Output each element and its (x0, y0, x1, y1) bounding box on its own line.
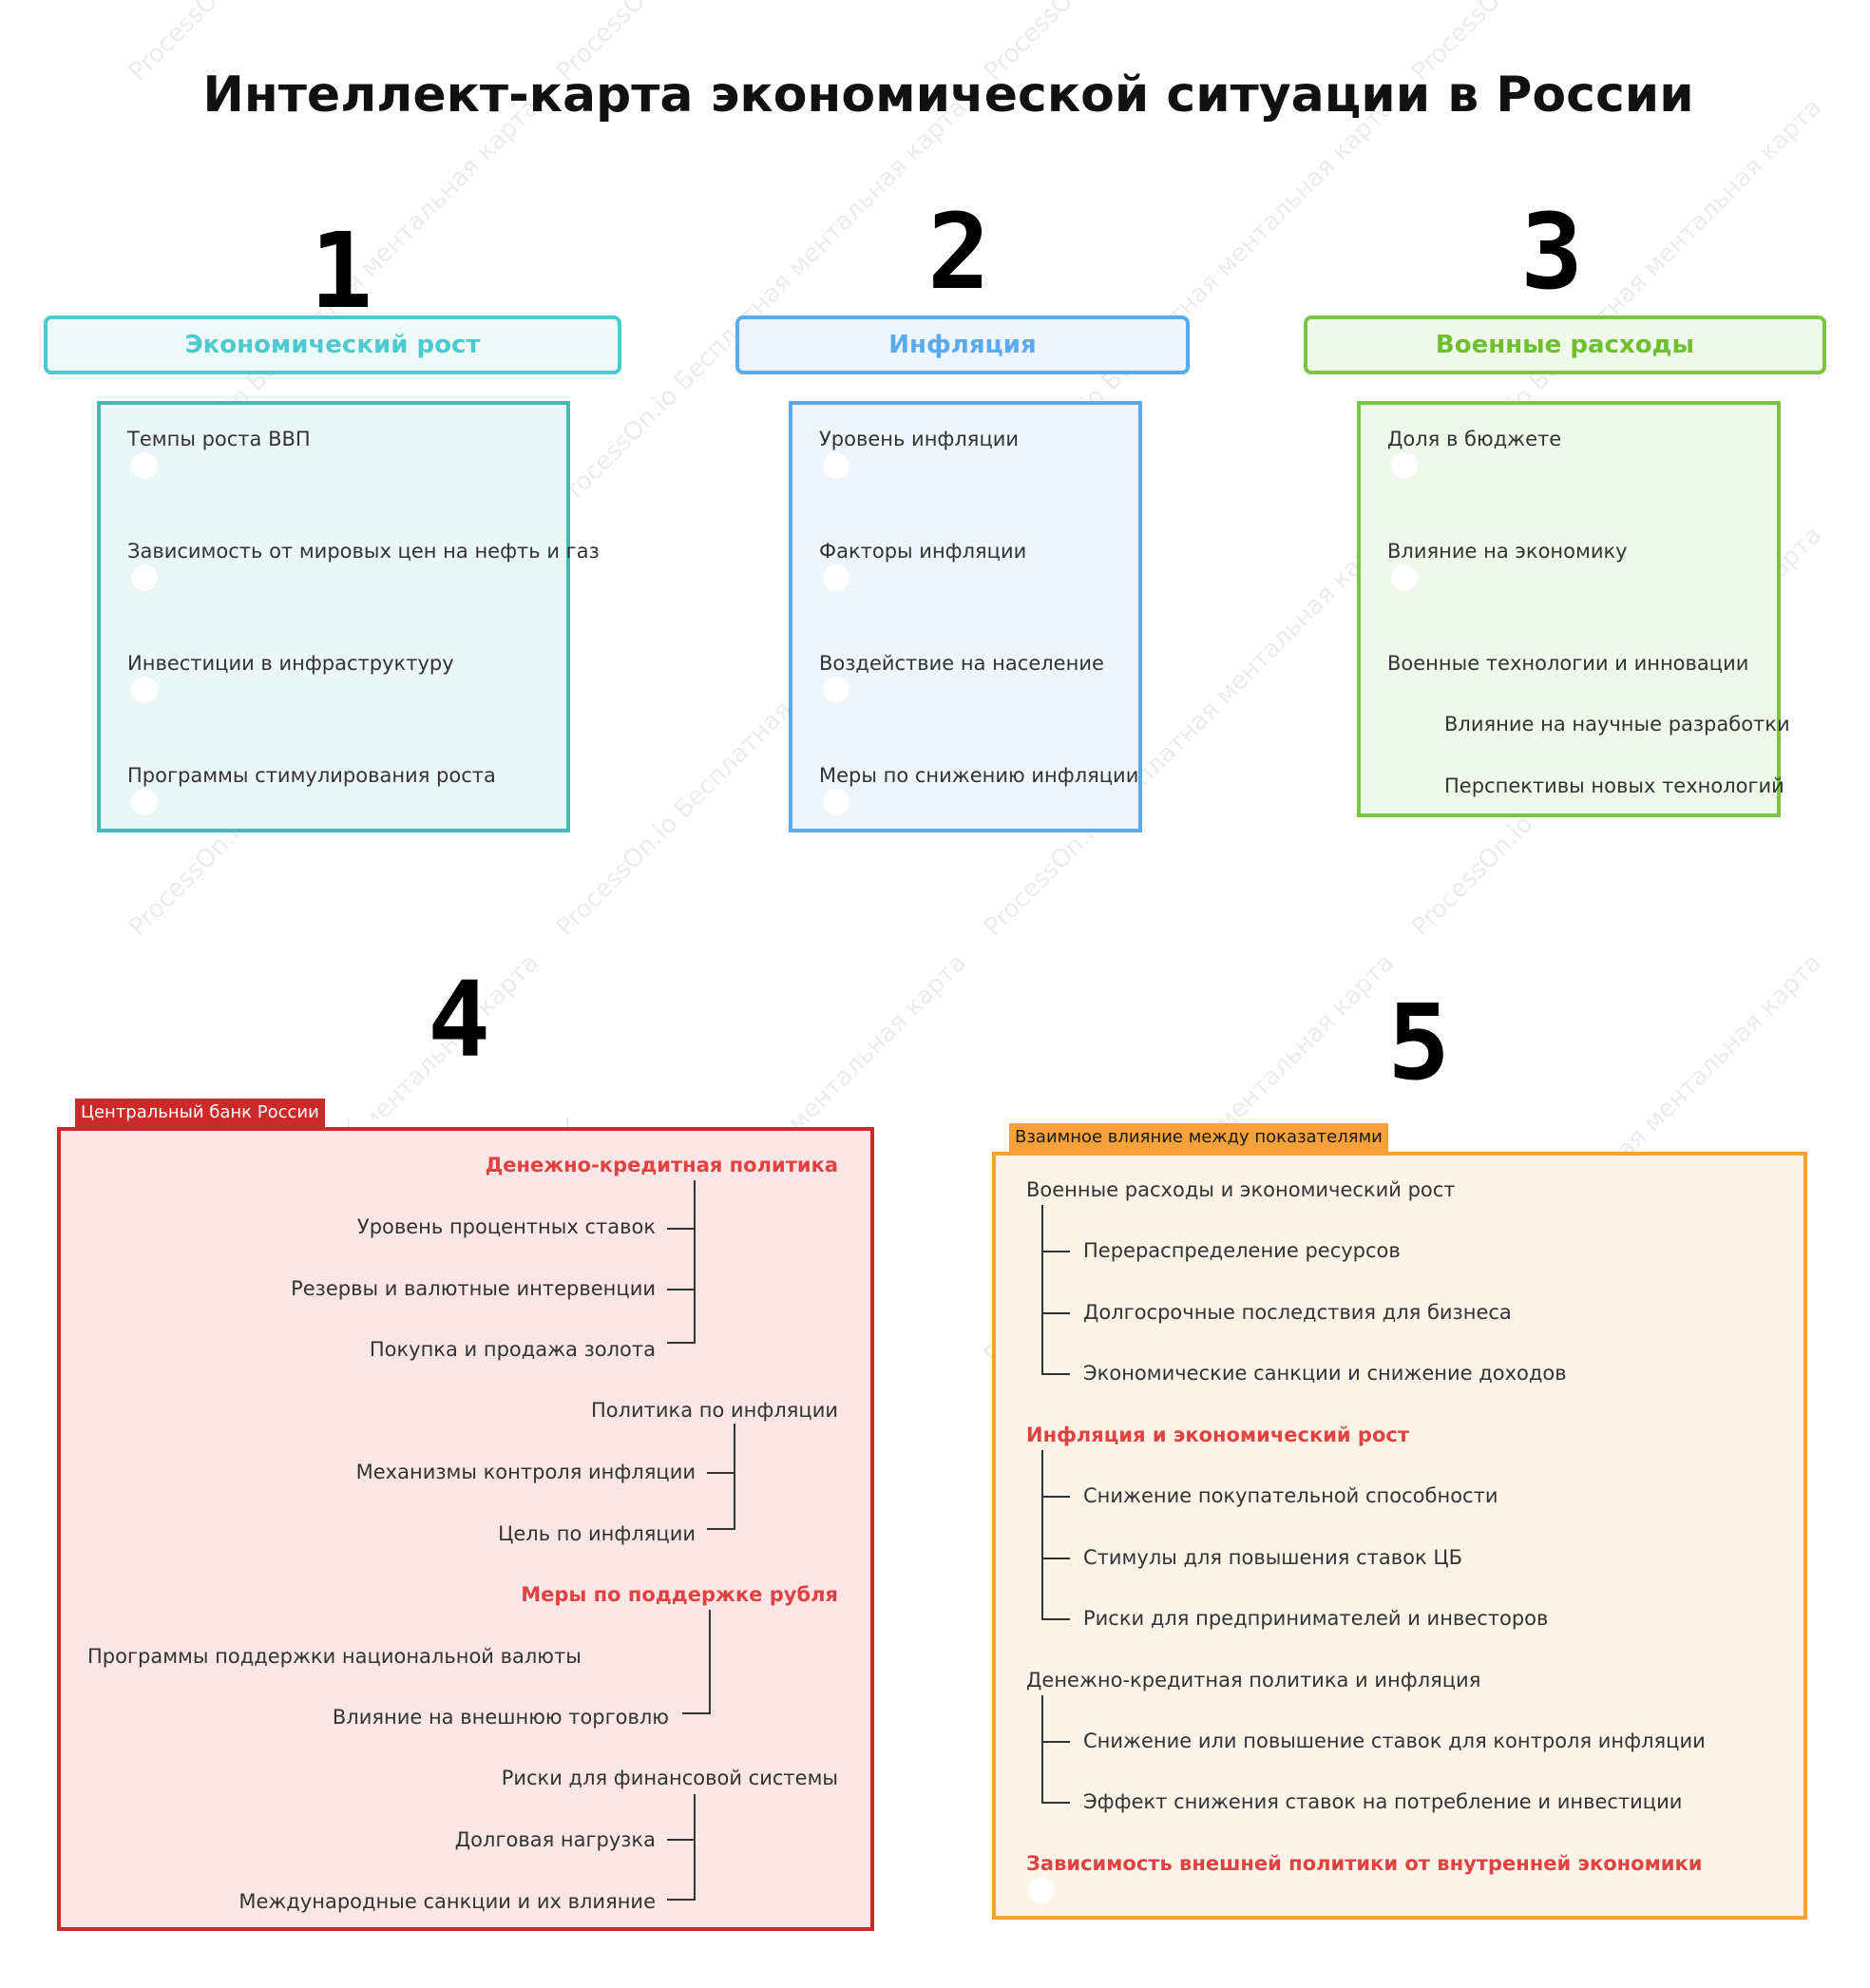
list-item[interactable]: Влияние на экономику (1387, 540, 1628, 563)
connector-line (694, 1180, 696, 1342)
list-item[interactable]: Эффект снижения ставок на потребление и … (1083, 1790, 1683, 1813)
list-item[interactable]: Механизмы контроля инфляции (355, 1461, 696, 1483)
node-dot (823, 677, 849, 703)
connector-line (707, 1528, 735, 1530)
list-item[interactable]: Военные технологии и инновации (1387, 652, 1749, 675)
connector-line (682, 1712, 711, 1714)
connector-line (694, 1794, 696, 1901)
list-item[interactable]: Цель по инфляции (498, 1522, 696, 1545)
connector-line (1041, 1496, 1070, 1498)
list-item[interactable]: Экономические санкции и снижение доходов (1083, 1362, 1567, 1385)
node-dot (1391, 452, 1418, 479)
connector-line (1041, 1450, 1043, 1619)
connector-line (1041, 1802, 1070, 1804)
military-spending-panel: Доля в бюджете Влияние на экономику Воен… (1357, 401, 1790, 817)
list-item[interactable]: Доля в бюджете (1387, 428, 1562, 450)
connector-line (1041, 1558, 1070, 1559)
list-item[interactable]: Покупка и продажа золота (369, 1338, 656, 1361)
economic-growth-panel: Темпы роста ВВП Зависимость от мировых ц… (97, 401, 600, 832)
node-dot (823, 789, 849, 815)
section-number-3: 3 (1520, 191, 1584, 313)
node-dot (131, 564, 158, 591)
group-title[interactable]: Инфляция и экономический рост (1026, 1424, 1410, 1446)
connector-line (1041, 1695, 1043, 1804)
inflation-panel: Уровень инфляции Факторы инфляции Воздей… (789, 401, 1142, 832)
connector-line (667, 1839, 696, 1841)
connector-line (1041, 1205, 1043, 1374)
connector-line (709, 1610, 711, 1714)
list-subitem[interactable]: Влияние на научные разработки (1444, 713, 1790, 736)
page-title: Интеллект-карта экономической ситуации в… (202, 67, 1694, 124)
node-dot (131, 789, 158, 815)
list-item[interactable]: Зависимость от мировых цен на нефть и га… (127, 540, 600, 563)
group-title[interactable]: Меры по поддержке рубля (521, 1583, 838, 1606)
mutual-influence-tag[interactable]: Взаимное влияние между показателями (1009, 1123, 1388, 1152)
section-number-5: 5 (1387, 982, 1451, 1103)
section-header-economic-growth[interactable]: Экономический рост (44, 315, 621, 374)
connector-line (1041, 1373, 1070, 1375)
node-dot (823, 564, 849, 591)
list-item[interactable]: Снижение или повышение ставок для контро… (1083, 1730, 1706, 1752)
group-title[interactable]: Зависимость внешней политики от внутренн… (1026, 1852, 1703, 1875)
list-item[interactable]: Факторы инфляции (819, 540, 1027, 563)
group-title[interactable]: Политика по инфляции (590, 1399, 838, 1422)
section-number-2: 2 (927, 191, 991, 313)
group-title[interactable]: Денежно-кредитная политика (485, 1154, 838, 1176)
list-item[interactable]: Влияние на внешнюю торговлю (332, 1706, 669, 1729)
connector-line (667, 1289, 696, 1290)
node-dot (1028, 1878, 1055, 1904)
node-dot (131, 452, 158, 479)
list-item[interactable]: Меры по снижению инфляции (819, 764, 1139, 787)
connector-line (667, 1228, 696, 1230)
group-title[interactable]: Военные расходы и экономический рост (1026, 1178, 1456, 1201)
connector-line (667, 1342, 696, 1344)
connector-line (1041, 1618, 1070, 1620)
list-item[interactable]: Снижение покупательной способности (1083, 1484, 1498, 1507)
section-header-inflation[interactable]: Инфляция (735, 315, 1190, 374)
connector-line (667, 1899, 696, 1901)
list-item[interactable]: Риски для предпринимателей и инвесторов (1083, 1607, 1549, 1630)
list-item[interactable]: Уровень процентных ставок (356, 1215, 656, 1238)
section-number-1: 1 (310, 210, 373, 332)
list-item[interactable]: Резервы и валютные интервенции (291, 1277, 656, 1300)
group-title[interactable]: Риски для финансовой системы (501, 1767, 838, 1789)
list-item[interactable]: Уровень инфляции (819, 428, 1020, 450)
list-item[interactable]: Инвестиции в инфраструктуру (127, 652, 454, 675)
list-item[interactable]: Долговая нагрузка (454, 1828, 656, 1851)
list-item[interactable]: Темпы роста ВВП (127, 428, 311, 450)
node-dot (1391, 564, 1418, 591)
connector-line (1041, 1741, 1070, 1743)
connector-line (734, 1424, 735, 1530)
list-subitem[interactable]: Перспективы новых технологий (1444, 774, 1784, 797)
list-item[interactable]: Перераспределение ресурсов (1083, 1239, 1401, 1262)
node-dot (131, 677, 158, 703)
list-item[interactable]: Программы стимулирования роста (127, 764, 496, 787)
section-number-4: 4 (428, 959, 491, 1080)
section-header-military-spending[interactable]: Военные расходы (1304, 315, 1826, 374)
central-bank-tag[interactable]: Центральный банк России (75, 1099, 325, 1127)
mutual-influence-panel: Военные расходы и экономический рост Пер… (992, 1152, 1807, 1920)
central-bank-panel: Денежно-кредитная политика Уровень проце… (57, 1127, 874, 1931)
node-dot (823, 452, 849, 479)
list-item[interactable]: Стимулы для повышения ставок ЦБ (1083, 1546, 1463, 1569)
group-title[interactable]: Денежно-кредитная политика и инфляция (1026, 1669, 1481, 1692)
connector-line (1041, 1251, 1070, 1252)
connector-line (1041, 1312, 1070, 1314)
list-item[interactable]: Долгосрочные последствия для бизнеса (1083, 1301, 1512, 1324)
list-item[interactable]: Международные санкции и их влияние (239, 1890, 656, 1913)
connector-line (707, 1472, 735, 1474)
list-item[interactable]: Программы поддержки национальной валюты (87, 1645, 582, 1668)
list-item[interactable]: Воздействие на население (819, 652, 1104, 675)
